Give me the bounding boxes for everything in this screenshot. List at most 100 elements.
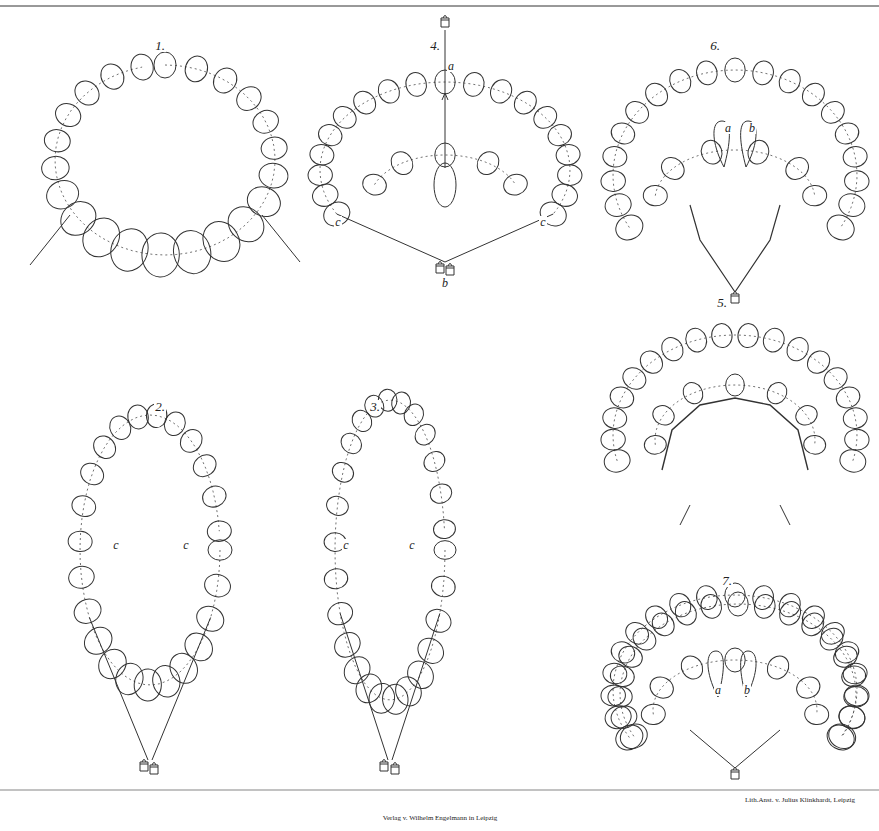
bead bbox=[315, 121, 345, 149]
weight-hook bbox=[382, 760, 386, 763]
weight-hook bbox=[733, 292, 737, 295]
bead bbox=[802, 184, 828, 206]
dotted-line bbox=[613, 70, 857, 228]
bead bbox=[608, 686, 633, 707]
bead bbox=[41, 155, 70, 181]
thread bbox=[89, 618, 148, 761]
bead bbox=[816, 624, 847, 655]
bead bbox=[260, 136, 289, 161]
bead bbox=[803, 435, 827, 456]
letter-label: b bbox=[441, 277, 449, 289]
bead bbox=[206, 519, 233, 543]
thread bbox=[152, 618, 211, 761]
bead bbox=[615, 643, 645, 672]
bead bbox=[96, 60, 128, 93]
bead bbox=[609, 703, 640, 731]
weight bbox=[731, 294, 739, 303]
bead bbox=[679, 379, 706, 408]
drawing bbox=[0, 6, 879, 790]
bead bbox=[308, 143, 335, 167]
bead bbox=[360, 171, 390, 198]
bead bbox=[666, 590, 695, 621]
figure-number: 4. bbox=[429, 39, 441, 52]
bead bbox=[70, 594, 105, 627]
bead bbox=[530, 102, 561, 133]
bead bbox=[817, 618, 848, 649]
figure-number: 5. bbox=[716, 296, 728, 309]
bead bbox=[202, 571, 233, 599]
bead bbox=[842, 406, 869, 430]
bead bbox=[79, 622, 118, 660]
bead bbox=[182, 53, 211, 84]
letter-label: c bbox=[539, 216, 546, 228]
bead bbox=[232, 82, 266, 116]
bead bbox=[337, 429, 366, 458]
figure-number: 1. bbox=[154, 39, 166, 52]
bead bbox=[644, 435, 668, 456]
bead bbox=[833, 383, 863, 411]
bead bbox=[832, 119, 862, 147]
thread bbox=[735, 205, 780, 292]
bead bbox=[105, 224, 154, 277]
bead bbox=[323, 567, 350, 591]
bead bbox=[842, 145, 869, 169]
bead bbox=[249, 106, 282, 137]
bead bbox=[501, 171, 531, 198]
bead bbox=[381, 683, 409, 715]
bead bbox=[403, 70, 428, 98]
bead bbox=[728, 592, 748, 616]
bead bbox=[798, 79, 829, 110]
bead bbox=[832, 638, 862, 666]
bead bbox=[54, 195, 103, 243]
thread bbox=[680, 505, 690, 525]
teardrop-bead bbox=[741, 651, 756, 697]
figure-number: 3. bbox=[369, 400, 381, 413]
weight bbox=[391, 765, 399, 774]
bead bbox=[112, 660, 147, 698]
bead bbox=[817, 97, 848, 128]
bead bbox=[330, 627, 366, 662]
bead bbox=[657, 153, 688, 184]
bead bbox=[844, 686, 869, 707]
bead bbox=[42, 176, 82, 214]
weight-hook bbox=[443, 16, 447, 19]
bead bbox=[600, 170, 626, 192]
weight-hook bbox=[733, 768, 737, 771]
bead bbox=[752, 592, 777, 620]
bead bbox=[611, 210, 647, 245]
bead bbox=[760, 326, 787, 355]
weight-hook bbox=[438, 262, 442, 265]
bead bbox=[208, 540, 232, 560]
bead bbox=[319, 197, 354, 230]
bead bbox=[362, 393, 386, 419]
weight bbox=[150, 765, 158, 774]
bead bbox=[725, 58, 745, 82]
bead bbox=[510, 87, 541, 118]
bead bbox=[797, 609, 828, 640]
letter-label: c bbox=[334, 216, 341, 228]
bead bbox=[601, 145, 628, 169]
bead bbox=[710, 323, 733, 349]
bead bbox=[844, 684, 870, 706]
bead bbox=[750, 59, 775, 87]
thread bbox=[690, 730, 735, 768]
letter-label: b bbox=[748, 122, 756, 134]
bead bbox=[76, 459, 107, 489]
bead bbox=[413, 633, 449, 669]
frame-rule bbox=[0, 790, 879, 791]
bead bbox=[608, 119, 638, 147]
imprint: Verlag v. Wilhelm Engelmann in Leipzig bbox=[382, 815, 499, 822]
teardrop-bead bbox=[741, 121, 756, 167]
bead bbox=[169, 226, 216, 277]
letter-label: c bbox=[112, 539, 119, 551]
figure-number: 2. bbox=[154, 400, 166, 413]
bead bbox=[209, 64, 242, 98]
dotted-line bbox=[620, 604, 856, 736]
bead bbox=[555, 143, 582, 167]
bead bbox=[699, 592, 724, 620]
teardrop-bead bbox=[708, 651, 723, 697]
weight bbox=[446, 266, 454, 275]
bead bbox=[149, 663, 183, 700]
bead bbox=[600, 429, 625, 451]
thread bbox=[392, 613, 440, 760]
